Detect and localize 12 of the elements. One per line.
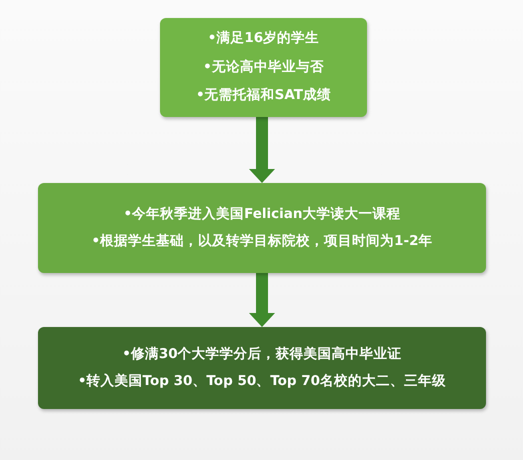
bullet-text: •今年秋季进入美国Felician大学读大一课程 <box>123 206 401 224</box>
bullet-text: •转入美国Top 30、Top 50、Top 70名校的大二、三年级 <box>78 372 446 390</box>
down-arrow <box>249 273 275 327</box>
bullet-text: •修满30个大学学分后，获得美国高中毕业证 <box>122 346 402 364</box>
process-box <box>38 183 486 273</box>
down-arrow <box>249 117 275 183</box>
bullet-text: •无需托福和SAT成绩 <box>196 87 331 105</box>
process-box <box>160 18 367 117</box>
process-box <box>38 327 486 409</box>
bullet-text: •根据学生基础，以及转学目标院校，项目时间为1-2年 <box>91 232 433 250</box>
bullet-text: •无论高中毕业与否 <box>203 58 324 76</box>
bullet-text: •满足16岁的学生 <box>208 30 320 48</box>
